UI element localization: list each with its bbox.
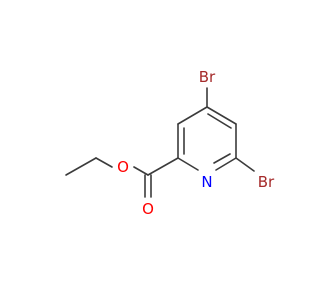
atom-label-br-top: Br <box>199 68 216 86</box>
bond-ch2-o <box>95 157 113 168</box>
molecule-structure-diagram: Br Br N O O <box>65 68 275 218</box>
ring-bond-c3-c4 <box>177 106 208 125</box>
atom-label-br-right: Br <box>258 173 275 191</box>
bond-o-carbonyl-c <box>133 166 149 176</box>
bond-ch3-ch2 <box>65 157 97 176</box>
ring-bond-c4-c5 <box>206 106 237 125</box>
atom-label-o-ester: O <box>117 158 129 176</box>
ring-bond-n-c2 <box>177 157 199 171</box>
atom-label-n-ring: N <box>201 173 212 191</box>
bond-carbonyl-ring <box>147 157 179 176</box>
bond-c6-br <box>235 157 255 172</box>
atom-label-o-carbonyl: O <box>142 200 154 218</box>
ring-bond-c6-n <box>215 157 237 171</box>
ring-bond-c6-n-inner <box>213 153 231 164</box>
ring-bond-c4-c5-inner <box>207 113 232 129</box>
